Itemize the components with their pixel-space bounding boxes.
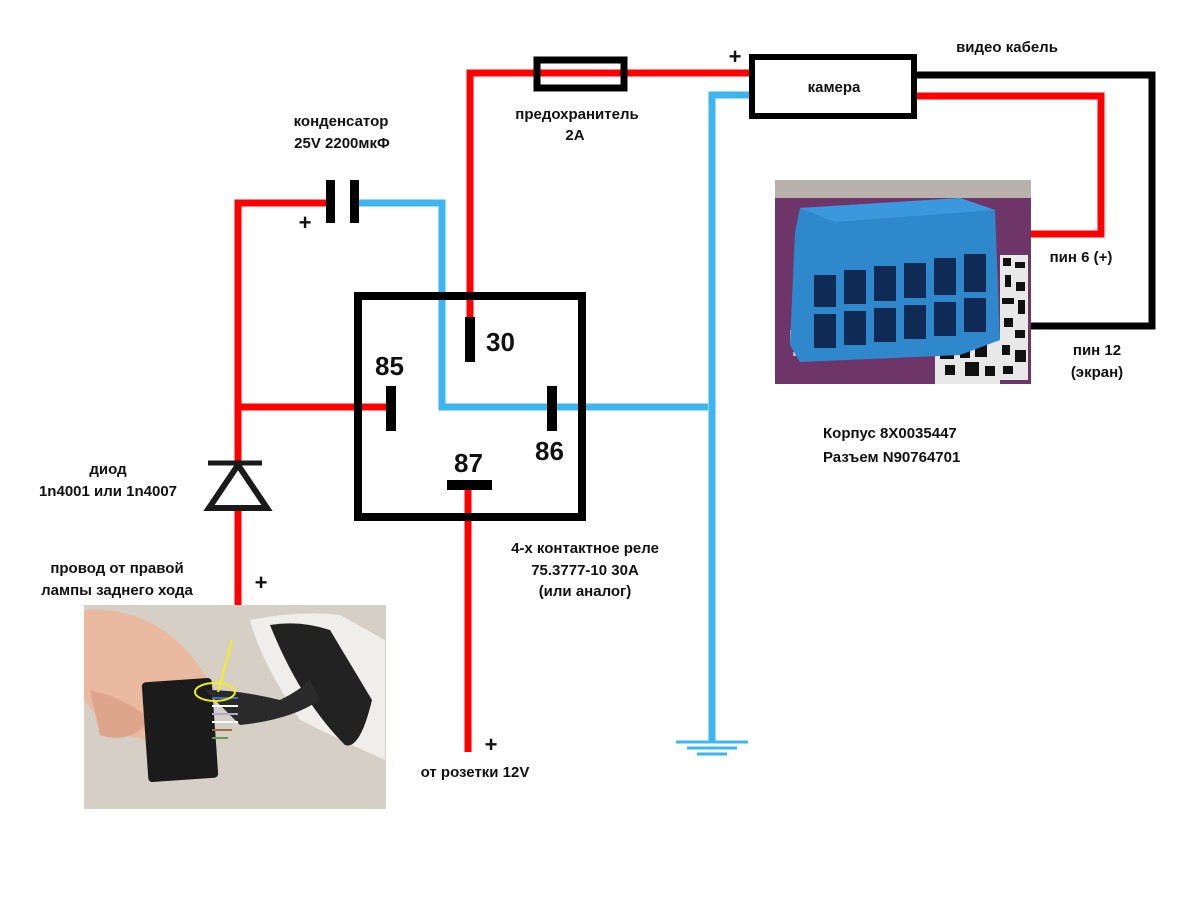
- relay-pin-85-label: 85: [375, 351, 404, 381]
- highlight-circle: [194, 682, 236, 702]
- connector-cavities: [814, 254, 986, 348]
- wire-source-label-line2: лампы заднего хода: [41, 582, 193, 599]
- socket-12v-label: от розетки 12V: [421, 764, 530, 781]
- socket-plus-sign: +: [485, 732, 498, 757]
- relay-label-line1: 4-х контактное реле: [511, 540, 659, 557]
- relay-pin-87-label: 87: [454, 448, 483, 478]
- pin12-label-line2: (экран): [1071, 364, 1123, 381]
- wire-ground-camera: [708, 91, 750, 742]
- connector-part-number: Разъем N90764701: [823, 449, 960, 466]
- capacitor-plus-sign: +: [299, 210, 312, 235]
- fuse-label-line1: предохранитель: [515, 106, 638, 123]
- relay-contact-85: [386, 386, 396, 431]
- wire-positive-fuse: [466, 69, 750, 318]
- housing-part-number: Корпус 8X0035447: [823, 425, 957, 442]
- capacitor-symbol-icon: [326, 180, 359, 223]
- video-cable-label: видео кабель: [956, 39, 1058, 56]
- diode-symbol-icon: [203, 459, 273, 511]
- lamp-plus-sign: +: [255, 570, 268, 595]
- fuse-label-line2: 2А: [565, 127, 584, 144]
- capacitor-label-line1: конденсатор: [294, 113, 389, 130]
- pin6-label: пин 6 (+): [1050, 249, 1113, 266]
- diode-label-line1: диод: [89, 461, 127, 478]
- relay-contact-30: [465, 317, 475, 362]
- wire-ground-capacitor: [352, 199, 708, 411]
- fuse-symbol-icon: [533, 56, 628, 92]
- capacitor-label-line2: 25V 2200мкФ: [294, 135, 390, 152]
- relay-label-line2: 75.3777-10 30А: [531, 562, 639, 579]
- connector-photo: [775, 180, 1031, 384]
- relay-label-line3: (или аналог): [539, 583, 632, 600]
- relay-pin-86-label: 86: [535, 436, 564, 466]
- wire-source-label-line1: провод от правой: [50, 560, 183, 577]
- relay-pin-30-label: 30: [486, 327, 515, 357]
- pin12-label-line1: пин 12: [1073, 342, 1121, 359]
- wire-video-cable: [914, 71, 1156, 330]
- camera-label: камера: [808, 79, 861, 96]
- wire-camera-pin6: [914, 92, 1105, 238]
- relay-contact-86: [547, 386, 557, 431]
- lamp-wire-photo: [84, 605, 386, 809]
- camera-plus-sign: +: [729, 44, 742, 69]
- diode-label-line2: 1n4001 или 1n4007: [39, 483, 177, 500]
- camera-box: [749, 54, 917, 119]
- relay-box: [354, 292, 586, 521]
- ground-symbol-icon: [676, 740, 748, 756]
- highlight-arrow: [217, 639, 233, 693]
- relay-contact-87: [447, 480, 492, 490]
